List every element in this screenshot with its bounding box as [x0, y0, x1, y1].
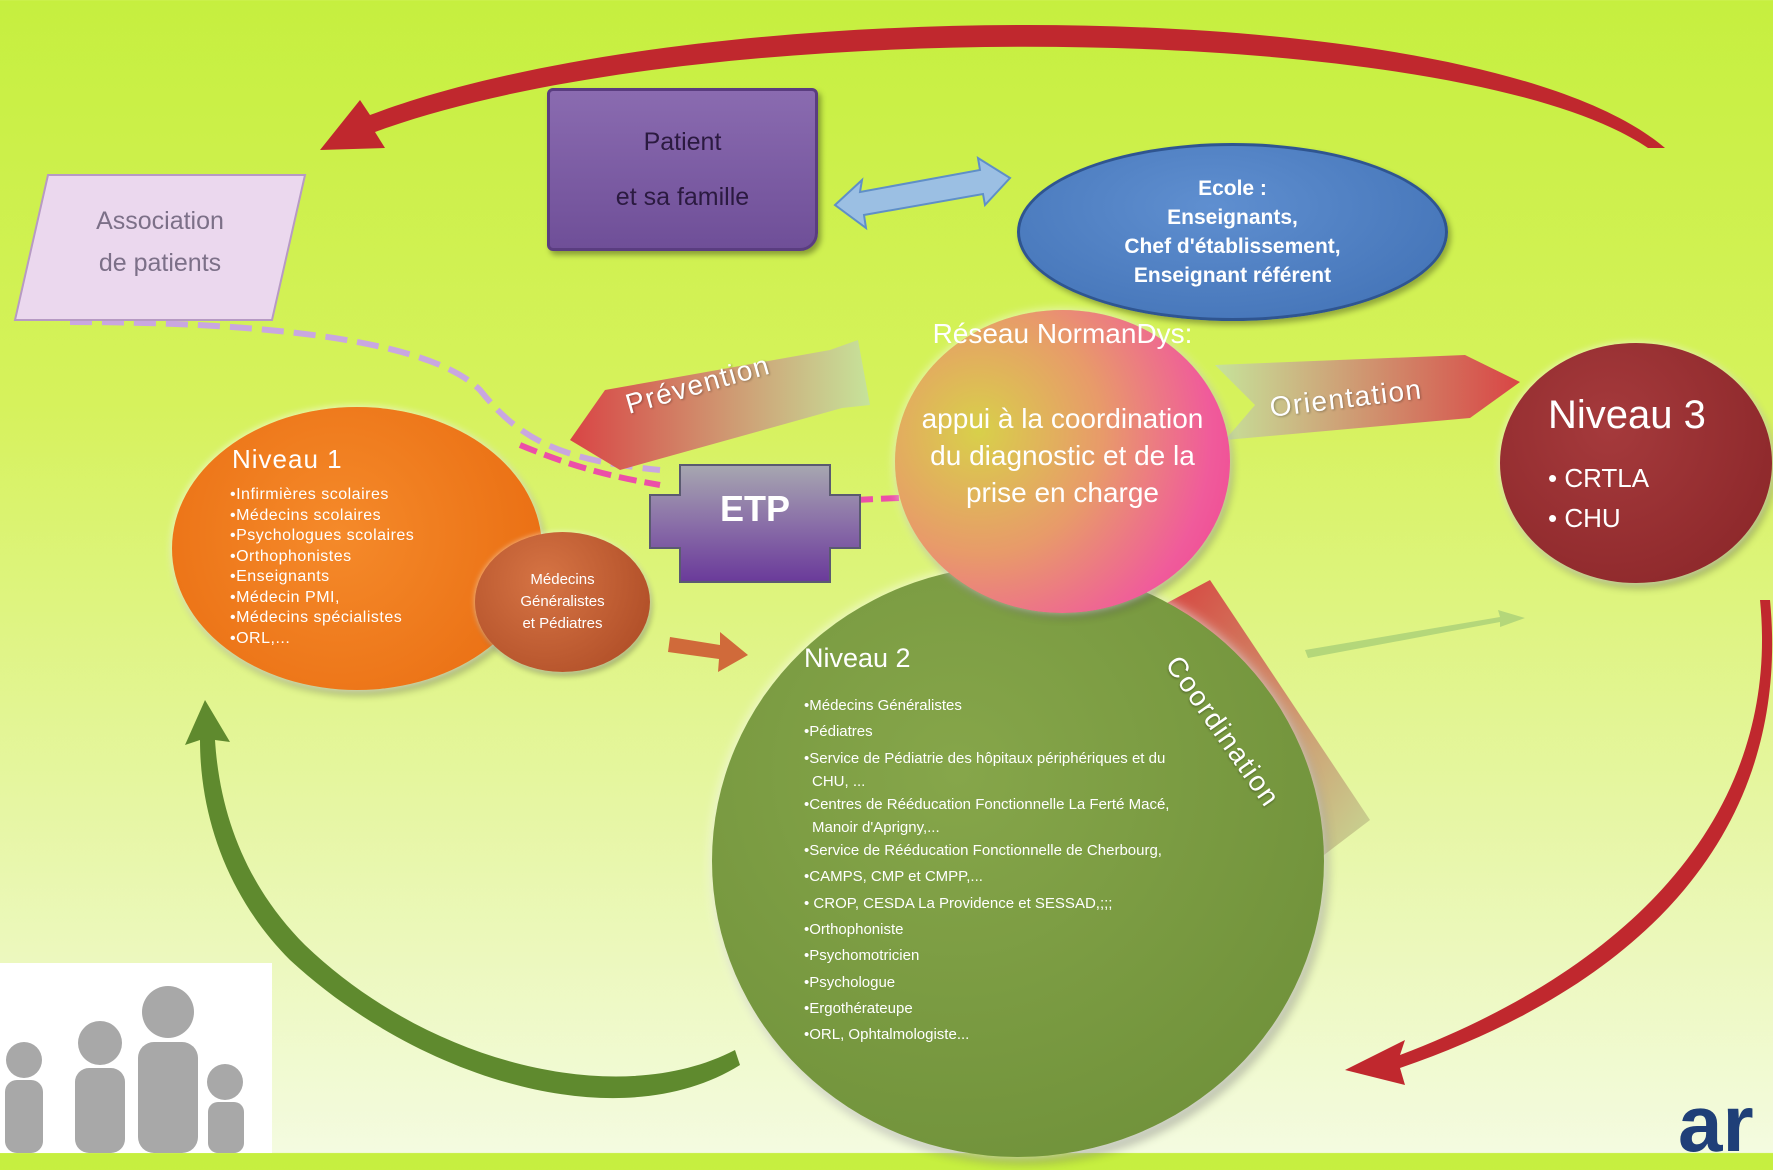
list-item: •Pédiatres	[804, 723, 873, 741]
list-item: Manoir d'Aprigny,...	[812, 819, 940, 837]
ecole-line3: Chef d'établissement,	[1124, 235, 1341, 258]
niveau2-list: •Médecins Généralistes •Pédiatres •Servi…	[804, 693, 1169, 1049]
niveau1-list: •Infirmières scolaires •Médecins scolair…	[230, 485, 414, 649]
list-item: •Psychomotricien	[804, 947, 920, 965]
reseau-circle: Réseau NormanDys: appui à la coordinatio…	[895, 310, 1230, 613]
ecole-line1: Ecole :	[1198, 177, 1267, 200]
niveau2-title: Niveau 2	[804, 643, 911, 673]
top-red-arc-arrow	[320, 25, 1665, 150]
list-item: •Psychologue	[804, 973, 896, 991]
left-green-arrow	[185, 700, 740, 1099]
association-label: Association de patients	[50, 200, 270, 284]
list-item: •CAMPS, CMP et CMPP,...	[804, 868, 983, 886]
association-dashed-connector	[69, 319, 661, 473]
etp-label: ETP	[719, 488, 790, 529]
association-line2: de patients	[98, 249, 222, 277]
medecins-circle: Médecins Généralistes et Pédiatres	[475, 532, 650, 672]
niveau3-title: Niveau 3	[1548, 393, 1706, 437]
list-item: • CROP, CESDA La Providence et SESSAD,;;…	[804, 894, 1113, 912]
list-item: •Médecins spécialistes	[230, 609, 403, 626]
list-item: •Psychologues scolaires	[230, 527, 415, 544]
prevention-arrow	[570, 340, 870, 470]
people-silhouette-icon	[5, 986, 244, 1153]
list-item: • CHU	[1548, 503, 1621, 533]
niveau2-circle: Niveau 2 •Médecins Généralistes •Pédiatr…	[712, 565, 1324, 1157]
niveau1-circle: Niveau 1 •Infirmières scolaires •Médecin…	[172, 407, 542, 690]
list-item: •Ergothérateupe	[804, 999, 913, 1017]
list-item: •ORL, Ophtalmologiste...	[804, 1026, 970, 1044]
etp-shape	[649, 464, 861, 583]
list-item: •Enseignants	[230, 568, 330, 585]
double-arrow-patient-ecole	[833, 155, 1012, 231]
niveau2-to-niveau3-arrow	[1305, 610, 1525, 658]
patient-line2: et sa famille	[615, 182, 750, 211]
list-item: •ORL,...	[230, 629, 291, 647]
niveau3-list: • CRTLA • CHU	[1548, 458, 1649, 538]
medecins-line3: et Pédiatres	[522, 615, 603, 632]
niveau1-title: Niveau 1	[232, 444, 343, 474]
list-item: •Médecins scolaires	[230, 506, 382, 524]
medecins-line1: Médecins	[530, 571, 595, 588]
reseau-body: appui à la coordination du diagnostic et…	[921, 403, 1204, 508]
patient-box: Patient et sa famille	[547, 88, 818, 251]
list-item: CHU, ...	[812, 772, 866, 790]
association-box	[13, 174, 307, 321]
list-item: •Service de Pédiatrie des hôpitaux périp…	[804, 749, 1166, 767]
ecole-ellipse: Ecole : Enseignants, Chef d'établissemen…	[1017, 143, 1448, 321]
list-item: •Médecin PMI,	[230, 588, 340, 606]
list-item: •Infirmières scolaires	[230, 486, 389, 503]
reseau-title: Réseau NormanDys:	[932, 318, 1193, 349]
patient-line1: Patient	[643, 127, 722, 156]
right-red-arrow	[1345, 600, 1773, 1085]
association-line1: Association	[96, 207, 224, 235]
list-item: •Centres de Rééducation Fonctionnelle La…	[804, 795, 1170, 813]
logo: ar	[1678, 1079, 1754, 1168]
ecole-line4: Enseignant référent	[1133, 264, 1332, 287]
niveau3-circle: Niveau 3 • CRTLA • CHU	[1500, 343, 1772, 583]
ecole-line2: Enseignants,	[1167, 206, 1298, 229]
medecins-to-niveau2-arrow	[668, 632, 748, 672]
list-item: •Orthophoniste	[804, 921, 904, 939]
etp-pink-dashed-connector-left	[518, 442, 661, 488]
orientation-arrow	[1215, 355, 1520, 440]
list-item: • CRTLA	[1548, 463, 1650, 493]
list-item: •Orthophonistes	[230, 547, 352, 565]
list-item: •Service de Rééducation Fonctionnelle de…	[804, 842, 1162, 860]
list-item: •Médecins Généralistes	[804, 697, 962, 714]
medecins-line2: Généralistes	[520, 593, 605, 610]
